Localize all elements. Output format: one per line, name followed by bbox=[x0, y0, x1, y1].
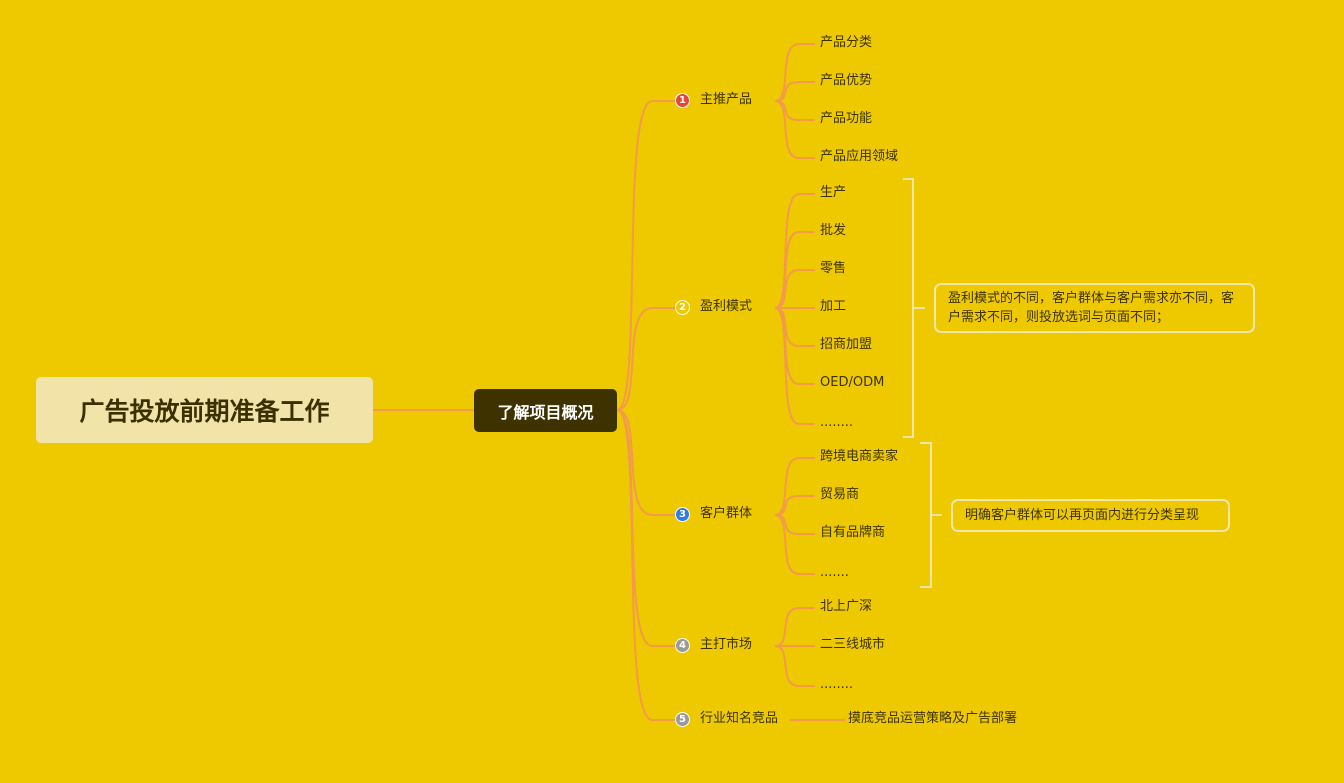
branch-line bbox=[616, 100, 676, 411]
child-label[interactable]: 产品分类 bbox=[820, 35, 873, 50]
child-line bbox=[774, 231, 815, 309]
child-line bbox=[774, 43, 815, 102]
child-label[interactable]: 二三线城市 bbox=[820, 637, 886, 652]
child-label[interactable]: 招商加盟 bbox=[820, 337, 873, 352]
child-label[interactable]: 产品应用领域 bbox=[820, 149, 899, 164]
child-line bbox=[774, 607, 815, 647]
bracket-customer-group bbox=[920, 442, 942, 588]
child-label[interactable]: 自有品牌商 bbox=[820, 525, 886, 540]
child-line bbox=[774, 100, 815, 159]
child-line bbox=[774, 514, 815, 535]
branch-line bbox=[616, 409, 676, 721]
child-line bbox=[774, 495, 815, 516]
branch-line bbox=[616, 307, 676, 411]
root-node[interactable]: 广告投放前期准备工作 bbox=[36, 377, 373, 443]
number-1-icon: 1 bbox=[675, 93, 690, 108]
child-line bbox=[774, 193, 815, 309]
branch-line bbox=[616, 409, 676, 647]
number-2-icon: 2 bbox=[675, 300, 690, 315]
branch-line bbox=[616, 409, 676, 516]
branch-label[interactable]: 盈利模式 bbox=[700, 299, 753, 314]
child-line bbox=[774, 645, 815, 687]
child-line bbox=[774, 81, 815, 102]
number-3-icon: 3 bbox=[675, 507, 690, 522]
child-label[interactable]: 生产 bbox=[820, 185, 847, 200]
child-label[interactable]: 摸底竞品运营策略及广告部署 bbox=[848, 711, 1018, 726]
child-line bbox=[774, 307, 815, 425]
child-line bbox=[774, 269, 815, 309]
profit-model-note[interactable]: 盈利模式的不同，客户群体与客户需求亦不同，客户需求不同，则投放选词与页面不同； bbox=[934, 283, 1255, 333]
child-label[interactable]: 产品功能 bbox=[820, 111, 873, 126]
center-node[interactable]: 了解项目概况 bbox=[474, 389, 617, 432]
number-4-icon: 4 bbox=[675, 638, 690, 653]
child-label[interactable]: 零售 bbox=[820, 261, 847, 276]
branch-label[interactable]: 主推产品 bbox=[700, 92, 753, 107]
customer-group-note[interactable]: 明确客户群体可以再页面内进行分类呈现 bbox=[951, 499, 1230, 532]
child-label[interactable]: 贸易商 bbox=[820, 487, 860, 502]
child-label[interactable]: OED/ODM bbox=[820, 375, 885, 390]
child-label[interactable]: ........ bbox=[820, 677, 854, 692]
branch-label[interactable]: 主打市场 bbox=[700, 637, 753, 652]
branch-label[interactable]: 行业知名竞品 bbox=[700, 711, 779, 726]
child-label[interactable]: 北上广深 bbox=[820, 599, 873, 614]
branch-label[interactable]: 客户群体 bbox=[700, 506, 753, 521]
child-label[interactable]: ....... bbox=[820, 565, 849, 580]
child-line bbox=[774, 514, 815, 575]
number-5-icon: 5 bbox=[675, 712, 690, 727]
child-line bbox=[774, 457, 815, 516]
child-label[interactable]: 产品优势 bbox=[820, 73, 873, 88]
child-label[interactable]: ........ bbox=[820, 415, 854, 430]
child-label[interactable]: 加工 bbox=[820, 299, 847, 314]
child-label[interactable]: 跨境电商卖家 bbox=[820, 449, 899, 464]
child-label[interactable]: 批发 bbox=[820, 223, 847, 238]
bracket-profit-model bbox=[903, 178, 925, 438]
